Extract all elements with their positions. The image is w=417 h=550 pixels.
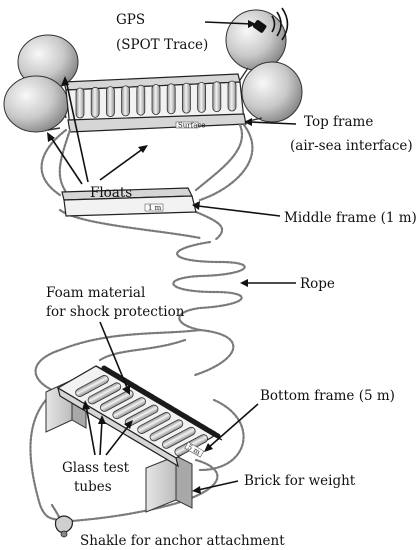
middle-frame: 1 m xyxy=(61,187,197,217)
brick-label: Brick for weight xyxy=(244,473,356,489)
middle-frame-label: Middle frame (1 m) xyxy=(284,210,417,226)
top-frame-label-sub: (air-sea interface) xyxy=(290,138,413,154)
glass-tube-icon xyxy=(90,86,100,118)
glass-tube-icon xyxy=(106,86,115,117)
float-left xyxy=(3,75,69,133)
annotation-arrows xyxy=(47,20,297,494)
shackle-label: Shakle for anchor attachment xyxy=(80,533,285,549)
middle-frame-marking: 1 m xyxy=(148,204,162,212)
floats-label: Floats xyxy=(90,185,132,201)
glass-tube-icon xyxy=(75,87,85,119)
glass-tube-icon xyxy=(162,426,196,449)
glass-tube-icon xyxy=(149,419,184,442)
glass-tube-icon xyxy=(166,83,176,115)
glass-tube-icon xyxy=(75,375,109,397)
glass-tubes-label: Glass test xyxy=(62,460,130,476)
glass-tube-icon xyxy=(137,412,171,434)
shackle-icon xyxy=(54,515,73,538)
glass-tube-icon xyxy=(197,82,207,113)
glass-tubes-label-sub: tubes xyxy=(74,479,112,495)
top-frame: Surface xyxy=(63,73,247,133)
foam-label-sub: for shock protection xyxy=(46,304,185,320)
bottom-frame-label: Bottom frame (5 m) xyxy=(260,388,395,404)
gps-label-sub: (SPOT Trace) xyxy=(116,37,208,53)
gps-label: GPS xyxy=(116,12,145,28)
brick-right xyxy=(145,455,193,513)
glass-tube-icon xyxy=(212,81,222,113)
glass-tube-icon xyxy=(181,82,191,114)
top-frame-marking: Surface xyxy=(178,122,205,130)
glass-tube-icon xyxy=(112,397,146,420)
float-right xyxy=(241,61,303,123)
top-frame-tubes xyxy=(75,80,237,119)
glass-tube-icon xyxy=(121,85,130,117)
gps-device-icon xyxy=(253,7,289,41)
glass-tube-icon xyxy=(151,84,161,115)
glass-tube-icon xyxy=(227,80,237,112)
top-frame-label: Top frame xyxy=(304,114,373,130)
rope-label: Rope xyxy=(300,276,335,292)
glass-tube-icon xyxy=(87,382,122,405)
glass-tube-icon xyxy=(136,84,146,116)
foam-label: Foam material xyxy=(46,285,145,301)
glass-tube-icon xyxy=(100,389,134,412)
chains xyxy=(29,123,254,534)
